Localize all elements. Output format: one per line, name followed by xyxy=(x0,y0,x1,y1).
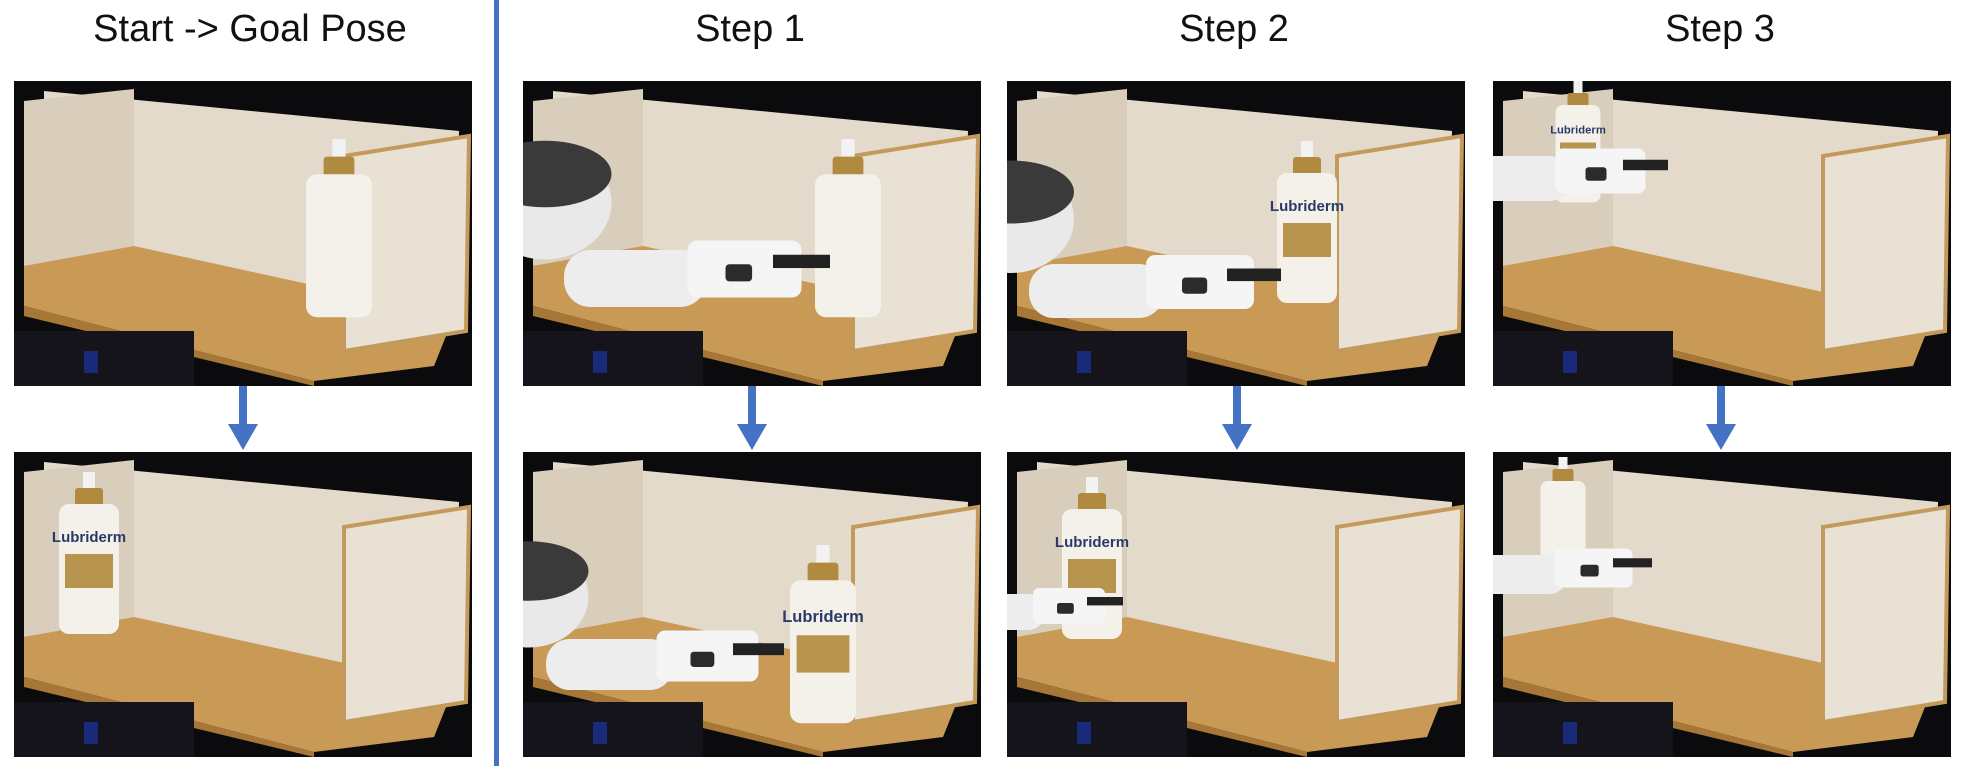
bottle-label: Lubriderm xyxy=(1270,198,1344,215)
section-divider xyxy=(494,0,499,766)
down-arrow-icon xyxy=(228,386,258,450)
photo-start-pose xyxy=(14,81,472,386)
bottle-label: Lubriderm xyxy=(52,529,126,546)
photo-step-3-after xyxy=(1493,452,1951,757)
column-title-step-2: Step 2 xyxy=(1179,8,1289,50)
photo-step-3-before: Lubriderm xyxy=(1493,81,1951,386)
lotion-bottle xyxy=(815,139,881,318)
shelf-right-wall xyxy=(1821,504,1951,725)
robot-gripper xyxy=(1007,588,1123,630)
photo-step-1-before xyxy=(523,81,981,386)
shelf-left-wall xyxy=(24,89,134,266)
shelf-right-wall xyxy=(342,504,472,725)
photo-step-1-after: Lubriderm xyxy=(523,452,981,757)
down-arrow-icon xyxy=(1706,386,1736,450)
lotion-bottle: Lubriderm xyxy=(1270,141,1344,303)
lotion-bottle xyxy=(306,139,372,318)
shelf-right-wall xyxy=(851,504,981,725)
shelf-right-wall xyxy=(1335,133,1465,354)
down-arrow-icon xyxy=(737,386,767,450)
lotion-bottle: Lubriderm xyxy=(52,472,126,634)
shelf-right-wall xyxy=(1821,133,1951,354)
column-title-start-goal: Start -> Goal Pose xyxy=(93,8,407,50)
down-arrow-icon xyxy=(1222,386,1252,450)
robot-gripper xyxy=(1007,160,1281,318)
photo-step-2-after: Lubriderm xyxy=(1007,452,1465,757)
robot-gripper xyxy=(523,541,784,690)
column-title-step-1: Step 1 xyxy=(695,8,805,50)
lotion-bottle: Lubriderm xyxy=(782,545,864,724)
bottle-label: Lubriderm xyxy=(1055,534,1129,551)
photo-step-2-before: Lubriderm xyxy=(1007,81,1465,386)
bottle-label: Lubriderm xyxy=(1550,125,1606,137)
robot-gripper xyxy=(1493,148,1668,201)
robot-gripper xyxy=(1493,548,1652,594)
robot-gripper xyxy=(523,140,830,307)
column-title-step-3: Step 3 xyxy=(1665,8,1775,50)
bottle-label: Lubriderm xyxy=(782,608,864,626)
shelf-right-wall xyxy=(1335,504,1465,725)
photo-goal-pose: Lubriderm xyxy=(14,452,472,757)
